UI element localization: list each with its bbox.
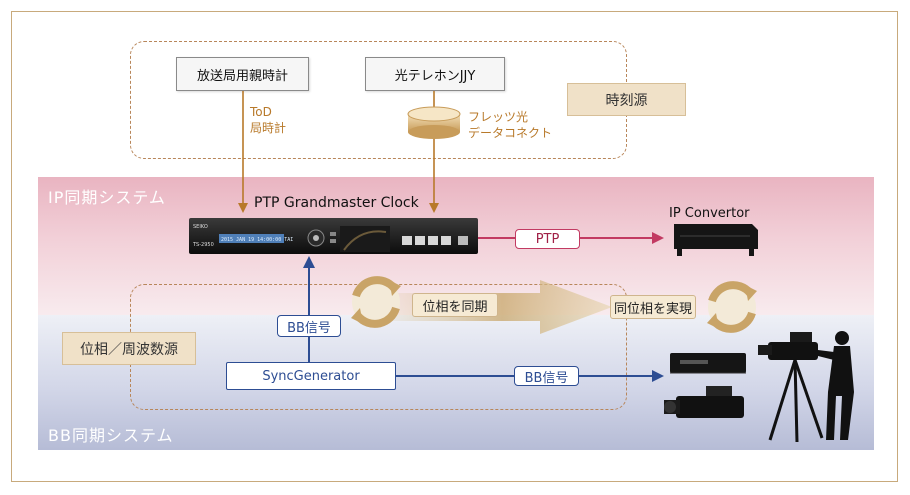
flets-label: フレッツ光 データコネクト <box>468 109 552 141</box>
sync-generator-box: SyncGenerator <box>226 362 396 390</box>
ip-system-label: IP同期システム <box>48 188 166 207</box>
flets-label-line1: フレッツ光 <box>468 110 529 124</box>
same-phase-label: 同位相を実現 <box>610 295 696 319</box>
phase-freq-source-label: 位相／周波数源 <box>62 332 196 365</box>
grandmaster-title: PTP Grandmaster Clock <box>254 195 420 211</box>
jjy-box: 光テレホンJJY <box>365 57 505 91</box>
ptp-signal-label: PTP <box>515 229 580 249</box>
tod-label: ToD 局時計 <box>250 104 286 136</box>
network-cylinder-icon <box>407 106 461 139</box>
ip-convertor-device <box>674 224 758 256</box>
sync-cycle-icon-right <box>707 281 757 333</box>
bb-rack-device <box>670 353 746 374</box>
sync-cycle-icon-left <box>351 276 401 328</box>
bb-signal-vertical-label: BB信号 <box>277 315 341 337</box>
diagram-frame <box>11 11 898 482</box>
cameraman-icon <box>758 331 854 443</box>
tod-label-line1: ToD <box>250 105 272 119</box>
grandmaster-device <box>189 218 478 254</box>
flets-label-line2: データコネクト <box>468 126 553 140</box>
broadcast-clock-box: 放送局用親時計 <box>176 57 309 91</box>
bb-system-label: BB同期システム <box>48 426 174 445</box>
video-camera-icon <box>664 386 744 418</box>
grandmaster-brand-text: SEIKO <box>193 224 208 230</box>
grandmaster-display-text: 2015 JAN 19 14:00:00 TAI <box>221 237 293 243</box>
phase-sync-label: 位相を同期 <box>412 293 498 317</box>
tod-label-line2: 局時計 <box>250 121 287 135</box>
grandmaster-model-text: TS-2950 <box>192 242 214 248</box>
bb-signal-horizontal-label: BB信号 <box>514 366 579 386</box>
ip-convertor-title: IP Convertor <box>669 206 750 221</box>
time-source-label: 時刻源 <box>567 83 686 116</box>
